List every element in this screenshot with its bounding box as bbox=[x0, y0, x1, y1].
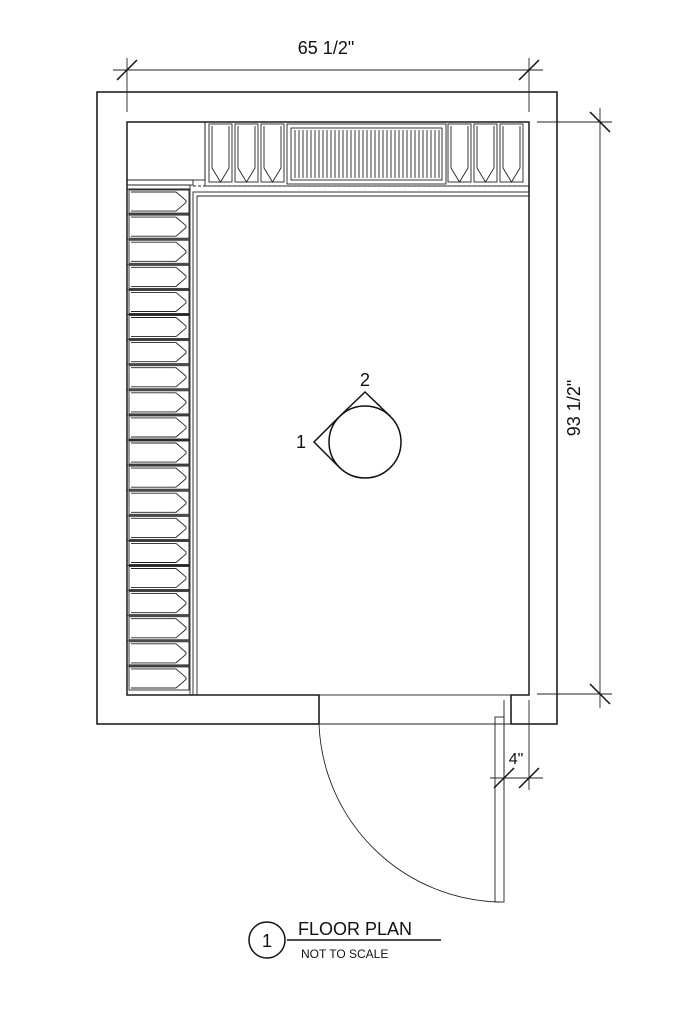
bottle-slot bbox=[127, 640, 190, 666]
bottle-slot bbox=[127, 263, 190, 289]
elevation-marker: 2 1 bbox=[296, 370, 402, 479]
bottle-slot bbox=[127, 238, 190, 264]
width-label: 65 1/2" bbox=[298, 38, 354, 58]
width-dimension: 65 1/2" bbox=[113, 38, 543, 112]
bottle-slot bbox=[208, 123, 233, 183]
bottle-slot bbox=[127, 188, 190, 214]
title-block: 1 FLOOR PLAN NOT TO SCALE bbox=[248, 919, 441, 961]
bottle-slot bbox=[260, 123, 285, 183]
bottle-slot bbox=[127, 539, 190, 565]
bottle-slot bbox=[234, 123, 259, 183]
bottle-slot bbox=[127, 514, 190, 540]
bottle-slot bbox=[127, 489, 190, 515]
bottle-slot bbox=[127, 288, 190, 314]
bottle-slot bbox=[127, 665, 190, 691]
top-right-bottle-bays bbox=[447, 123, 524, 183]
top-wine-rack bbox=[126, 121, 530, 187]
door-offset-label: 4" bbox=[509, 751, 524, 768]
bottle-slot bbox=[127, 314, 190, 340]
room-walls bbox=[96, 91, 558, 725]
height-label: 93 1/2" bbox=[564, 380, 584, 436]
bottle-slot bbox=[127, 414, 190, 440]
bottle-slot bbox=[127, 339, 190, 365]
door bbox=[318, 716, 511, 903]
bottle-slot bbox=[127, 565, 190, 591]
bottle-slot bbox=[127, 364, 190, 390]
left-wine-rack bbox=[126, 179, 194, 696]
bottle-slot bbox=[127, 439, 190, 465]
bottle-slot bbox=[127, 615, 190, 641]
drawing-number: 1 bbox=[262, 931, 272, 951]
bottle-slot bbox=[127, 389, 190, 415]
elevation-label-1: 1 bbox=[296, 432, 306, 452]
drawing-subtitle: NOT TO SCALE bbox=[301, 947, 388, 961]
bottle-slot bbox=[499, 123, 524, 183]
elevation-label-2: 2 bbox=[360, 370, 370, 390]
door-offset-dimension: 4" bbox=[490, 700, 543, 790]
drawing-title: FLOOR PLAN bbox=[298, 919, 412, 939]
bottle-slot bbox=[127, 464, 190, 490]
floor-area bbox=[192, 185, 530, 696]
bottle-slot bbox=[127, 590, 190, 616]
top-left-bottle-bays bbox=[208, 123, 285, 183]
bottle-slot bbox=[473, 123, 498, 183]
bottle-slot bbox=[127, 213, 190, 239]
height-dimension: 93 1/2" bbox=[537, 108, 612, 708]
top-center-louvered-panel bbox=[286, 123, 447, 185]
bottle-slot bbox=[447, 123, 472, 183]
